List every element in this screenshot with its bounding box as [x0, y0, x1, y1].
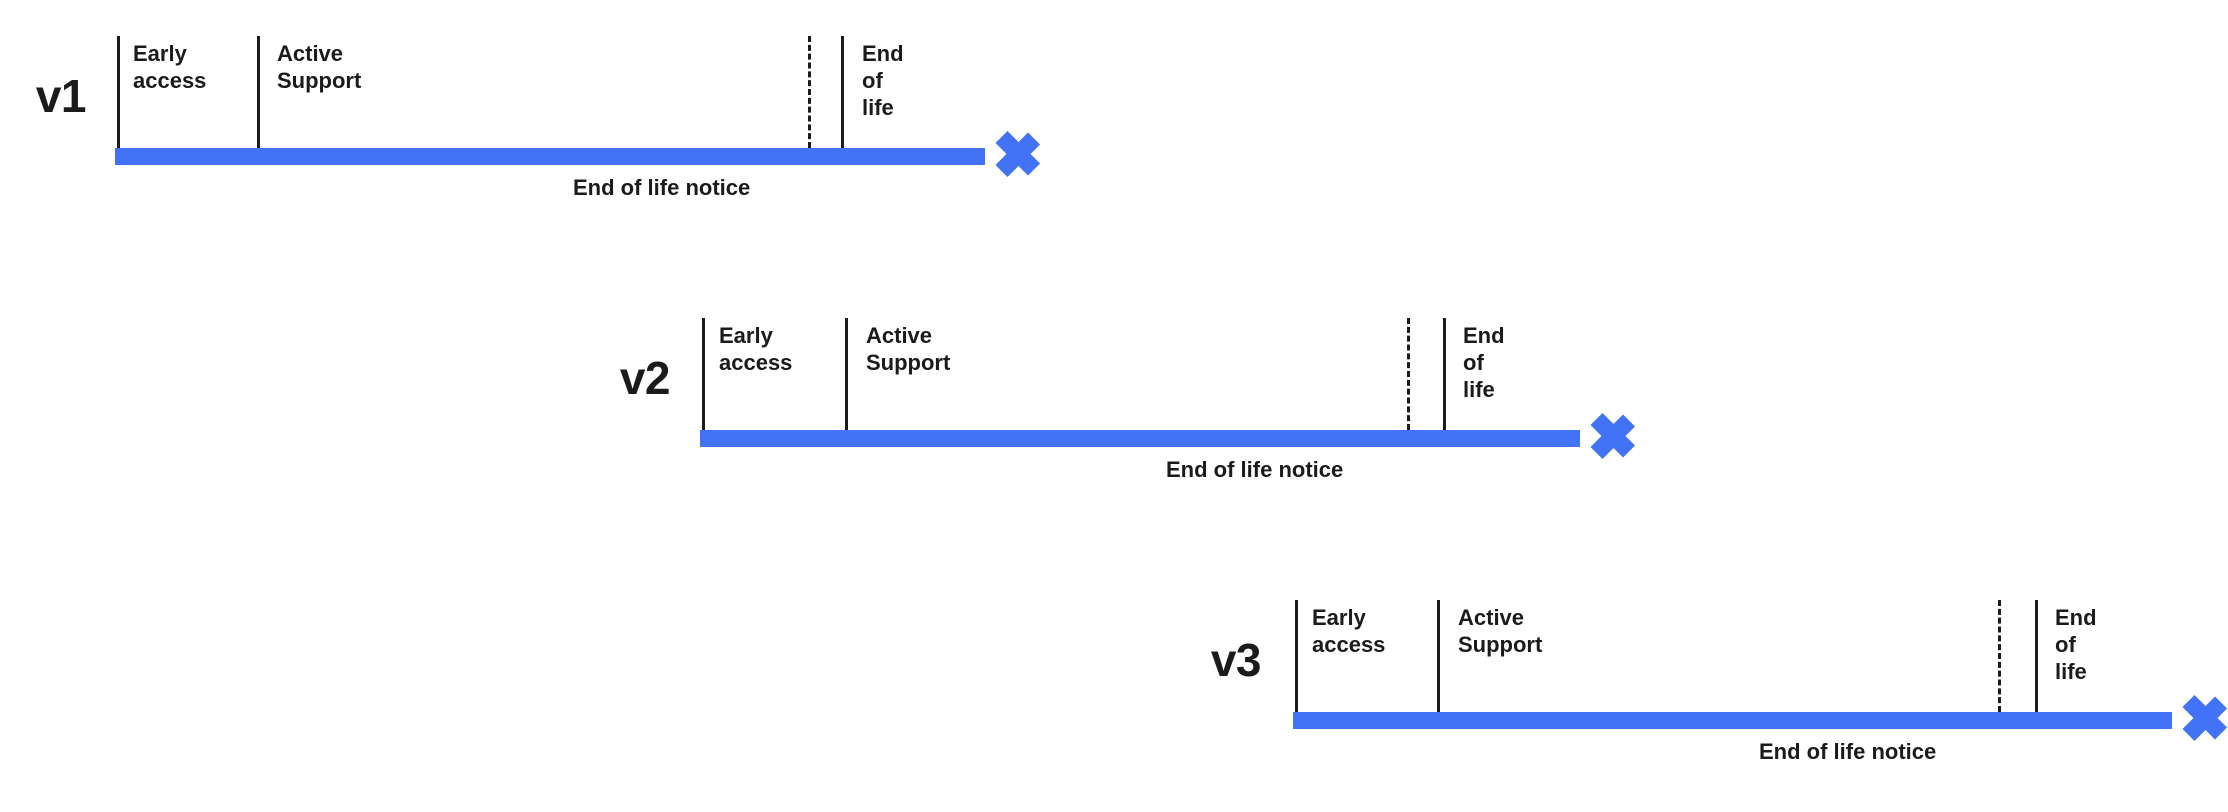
phase-divider-v3-1	[1437, 600, 1440, 712]
phase-divider-v3-0	[1295, 600, 1298, 712]
phase-label-active_support-v3: Active Support	[1458, 605, 1543, 657]
timeline-arrow-v3	[2157, 687, 2228, 749]
phase-label-early_access-v1: Early access	[133, 41, 207, 93]
timeline-bar-v1	[115, 148, 985, 165]
phase-divider-v3-3	[2035, 600, 2038, 712]
timeline-bar-v2	[700, 430, 1580, 447]
phase-divider-v1-1	[257, 36, 260, 148]
phase-divider-v2-3	[1443, 318, 1446, 430]
phase-divider-v2-1	[845, 318, 848, 430]
eol-notice-marker-v1-2	[808, 36, 811, 148]
timeline-arrow-v1	[970, 123, 1041, 185]
phase-label-early_access-v3: Early access	[1312, 605, 1386, 657]
phase-label-early_access-v2: Early access	[719, 323, 793, 375]
phase-label-active_support-v2: Active Support	[866, 323, 951, 375]
eol-notice-marker-v2-2	[1407, 318, 1410, 430]
end-of-life-notice-label-v1: End of life notice	[573, 175, 751, 200]
phase-label-active_support-v1: Active Support	[277, 41, 362, 93]
phase-label-end_of_life-v2: End of life	[1463, 323, 1505, 402]
timeline-arrow-v2	[1565, 405, 1636, 467]
end-of-life-notice-label-v2: End of life notice	[1166, 457, 1344, 482]
eol-notice-marker-v3-2	[1998, 600, 2001, 712]
phase-divider-v1-0	[117, 36, 120, 148]
version-label-v2: v2	[619, 352, 671, 404]
phase-divider-v1-3	[841, 36, 844, 148]
version-label-v1: v1	[35, 70, 87, 122]
version-label-v3: v3	[1210, 634, 1262, 686]
phase-divider-v2-0	[702, 318, 705, 430]
phase-label-end_of_life-v3: End of life	[2055, 605, 2097, 684]
timeline-bar-v3	[1293, 712, 2172, 729]
end-of-life-notice-label-v3: End of life notice	[1759, 739, 1937, 764]
phase-label-end_of_life-v1: End of life	[862, 41, 904, 120]
